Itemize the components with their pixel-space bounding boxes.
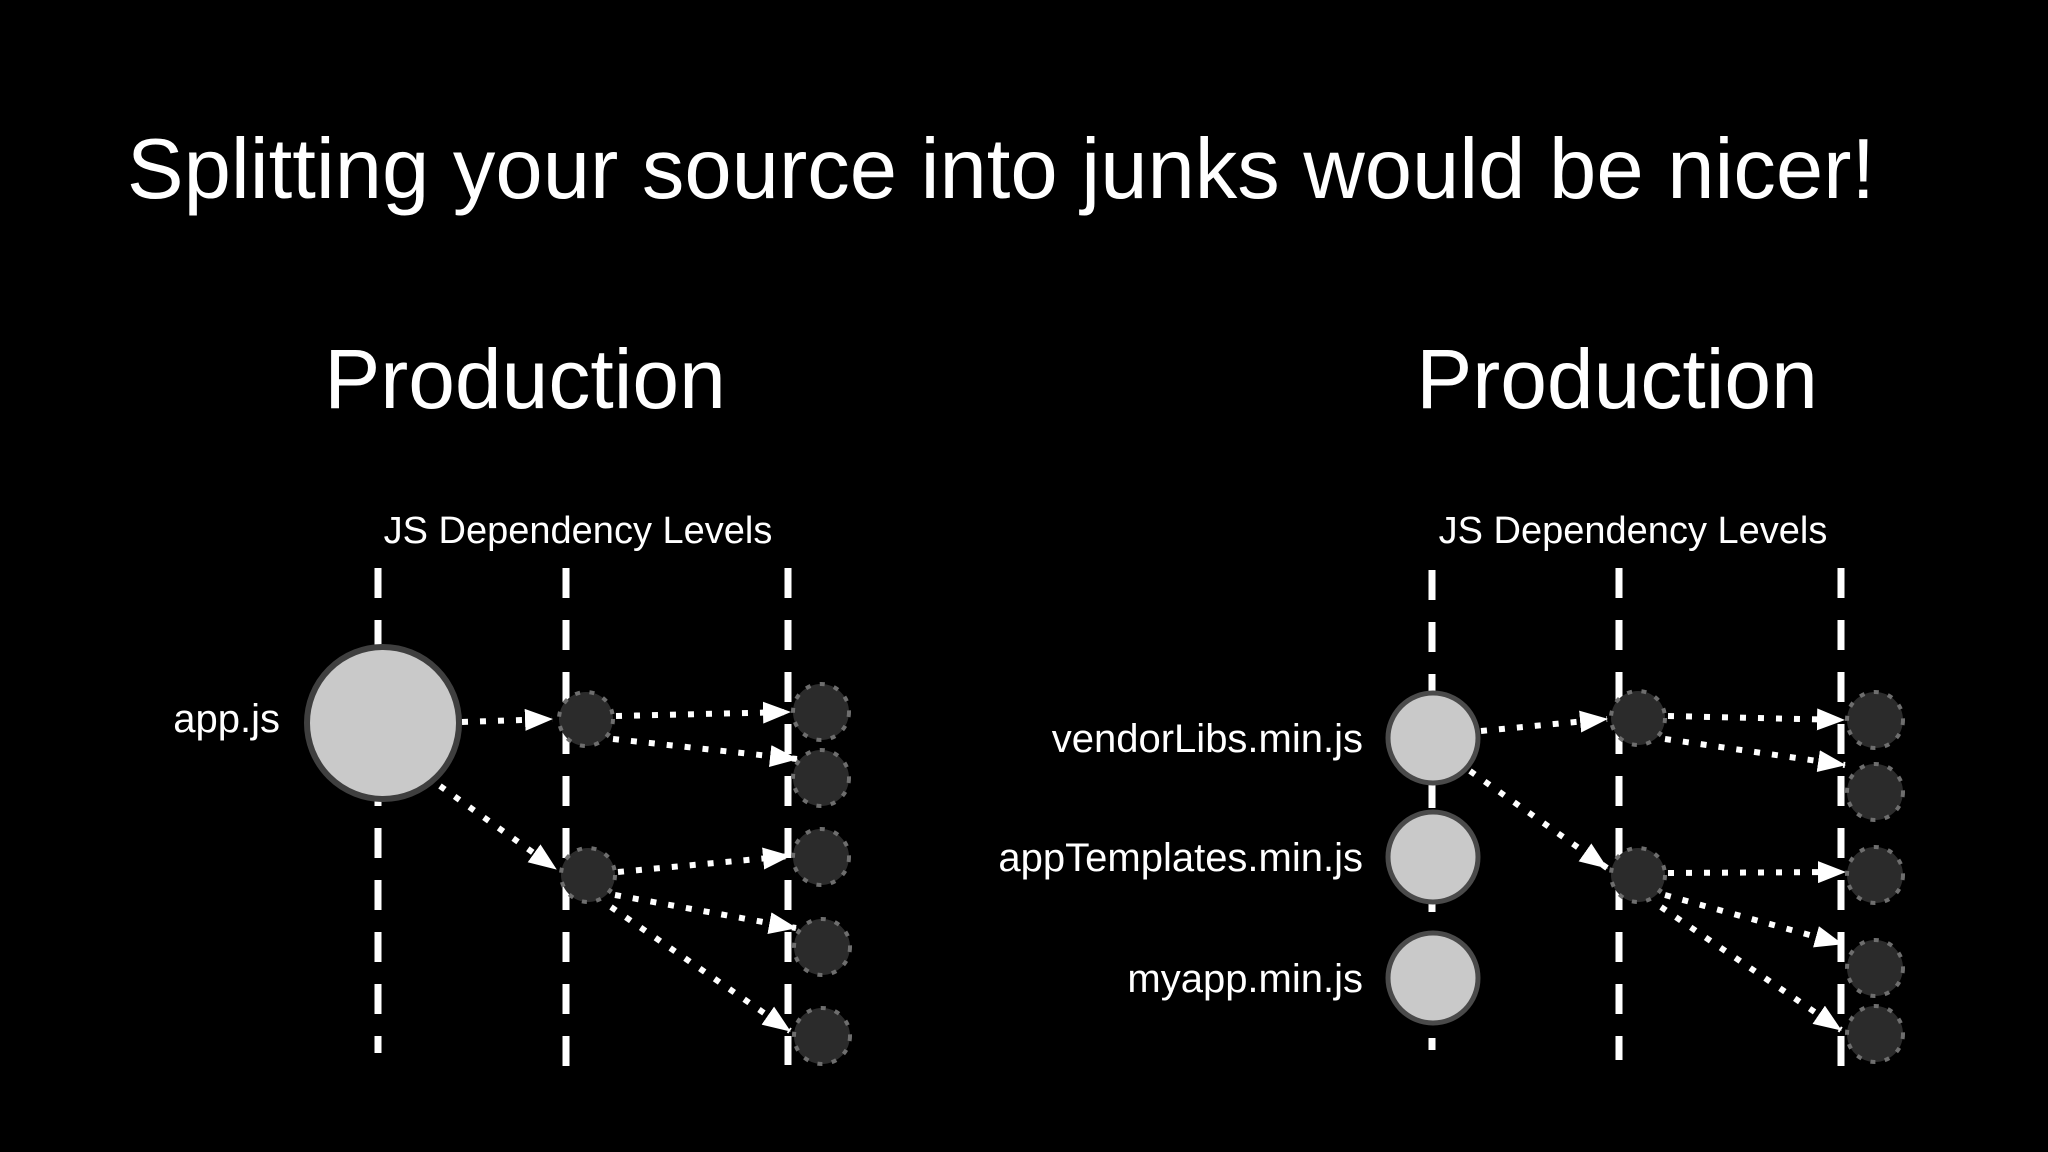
app-js-node [304, 644, 462, 802]
left-level3-placeholders [791, 682, 852, 1066]
apptemplates-label: appTemplates.min.js [998, 836, 1363, 880]
right-level3-placeholders [1845, 690, 1905, 1064]
dependency-arrow [612, 736, 798, 768]
placeholder-node [1845, 1004, 1905, 1064]
placeholder-node [1609, 846, 1667, 904]
dependency-arrow [1480, 710, 1608, 734]
apptemplates-node [1385, 809, 1481, 905]
placeholder-node [792, 917, 852, 977]
placeholder-node [791, 827, 851, 887]
left-production-diagram: Production JS Dependency Levels app.js [173, 332, 852, 1067]
left-dependency-arrows [438, 701, 798, 1034]
left-js-dependency-levels-title: JS Dependency Levels [384, 510, 773, 552]
left-level2-placeholders [557, 690, 617, 904]
placeholder-node [1845, 690, 1905, 750]
vendorlibs-label: vendorLibs.min.js [1052, 717, 1363, 761]
myapp-label: myapp.min.js [1127, 957, 1363, 1001]
placeholder-node [557, 690, 615, 748]
placeholder-node [1845, 938, 1905, 998]
slide-title: Splitting your source into junks would b… [127, 122, 1875, 217]
dependency-arrow [438, 783, 558, 872]
right-dependency-arrows [1468, 708, 1846, 1033]
placeholder-node [1845, 762, 1905, 822]
dependency-arrow [615, 701, 791, 724]
dependency-arrow [1659, 904, 1843, 1033]
right-source-nodes [1385, 690, 1481, 1026]
dependency-arrow [609, 904, 792, 1034]
dependency-arrow [1664, 892, 1843, 948]
right-js-dependency-levels-title: JS Dependency Levels [1439, 510, 1828, 552]
placeholder-node [791, 682, 851, 742]
myapp-node [1385, 930, 1481, 1026]
dependency-arrow [1667, 861, 1846, 884]
left-production-heading: Production [324, 332, 726, 426]
dependency-arrow [614, 892, 797, 934]
placeholder-node [559, 846, 617, 904]
right-level2-placeholders [1609, 689, 1667, 904]
right-dependency-level-lines [1428, 568, 1845, 1067]
dependency-arrow [1667, 708, 1845, 731]
right-production-heading: Production [1416, 332, 1818, 426]
right-production-diagram: Production JS Dependency Levels vendorLi… [998, 332, 1905, 1067]
app-js-label: app.js [173, 697, 280, 741]
vendorlibs-node [1385, 690, 1481, 786]
dependency-arrow [1664, 736, 1846, 773]
dependency-arrow [461, 708, 553, 731]
placeholder-node [791, 748, 851, 808]
placeholder-node [1845, 845, 1905, 905]
placeholder-node [792, 1006, 852, 1066]
placeholder-node [1609, 689, 1667, 747]
